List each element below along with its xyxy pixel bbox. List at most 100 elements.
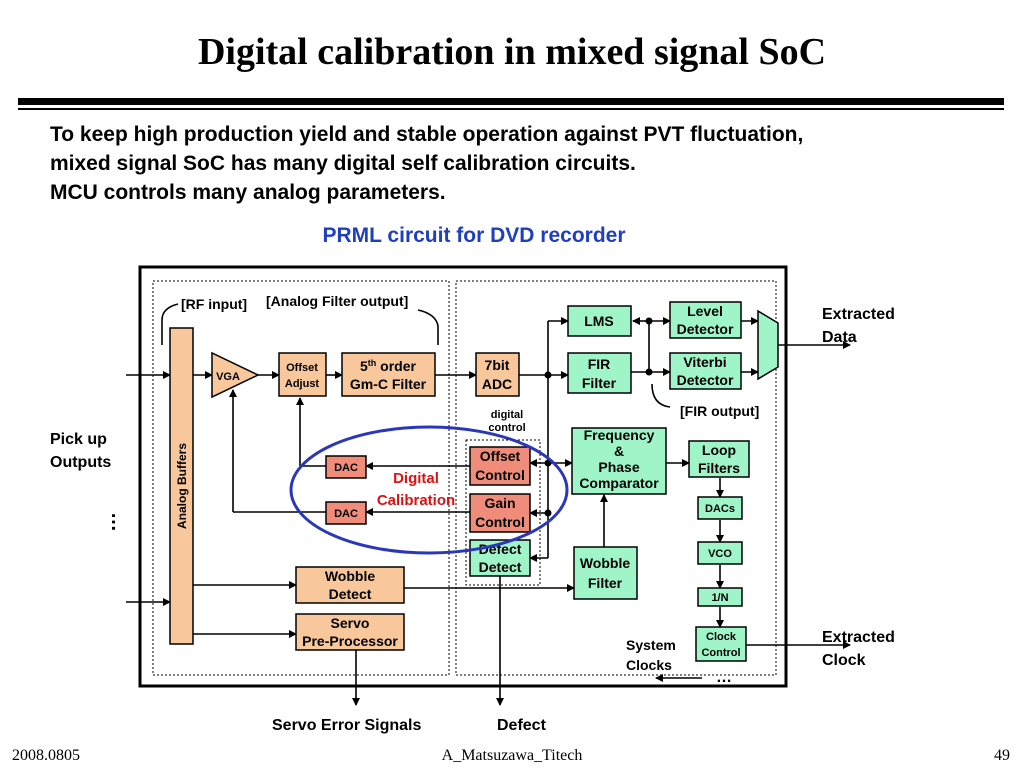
intro-line-1: To keep high production yield and stable…: [50, 123, 804, 146]
svg-text:Control: Control: [475, 514, 525, 530]
svg-text:LMS: LMS: [584, 313, 614, 329]
viterbi-detector-block: Viterbi Detector: [669, 352, 742, 390]
svg-text:Gm-C Filter: Gm-C Filter: [350, 376, 427, 392]
defect-output-label: Defect: [497, 717, 547, 734]
phase-comparator-block: Frequency & Phase Comparator: [571, 427, 667, 495]
svg-text:FIR: FIR: [588, 356, 611, 372]
digital-calibration-ellipse: [289, 425, 569, 555]
svg-text:Detector: Detector: [677, 372, 734, 388]
svg-text:Filter: Filter: [588, 575, 623, 591]
pickup-ellipsis: …: [107, 512, 129, 532]
wobble-filter-block: Wobble Filter: [573, 546, 638, 600]
svg-text:VGA: VGA: [216, 371, 240, 383]
analog-filter-output-label: [Analog Filter output]: [266, 293, 408, 309]
clock-control-block: Clock Control: [695, 626, 747, 662]
lms-block: LMS: [567, 305, 632, 337]
rf-input-label: [RF input]: [181, 296, 247, 312]
system-clocks-label-1: System: [626, 637, 676, 653]
svg-text:Loop: Loop: [702, 442, 736, 458]
servo-preprocessor-block: Servo Pre-Processor: [295, 613, 405, 651]
intro-text: To keep high production yield and stable…: [50, 120, 1000, 207]
footer-author: A_Matsuzawa_Titech: [441, 747, 583, 764]
svg-text:Offset: Offset: [480, 448, 521, 464]
extracted-data-label-1: Extracted: [822, 306, 895, 323]
fir-filter-block: FIR Filter: [567, 352, 632, 394]
analog-region: [152, 280, 450, 676]
slide-title: Digital calibration in mixed signal SoC: [197, 31, 827, 73]
svg-text:Filters: Filters: [698, 460, 740, 476]
vco-block: VCO: [697, 541, 743, 565]
svg-text:Pre-Processor: Pre-Processor: [302, 633, 398, 649]
svg-text:Detect: Detect: [329, 586, 372, 602]
defect-detect-block: Defect Detect: [469, 539, 531, 577]
servo-error-signals-label: Servo Error Signals: [272, 717, 421, 734]
svg-text:Wobble: Wobble: [325, 568, 376, 584]
output-mux: [757, 309, 779, 381]
wobble-detect-block: Wobble Detect: [295, 566, 405, 604]
offset-control-block: Offset Control: [469, 446, 531, 486]
svg-text:DAC: DAC: [334, 508, 358, 520]
divider-block: 1/N: [697, 587, 743, 607]
svg-text:Offset: Offset: [286, 362, 318, 374]
svg-text:5th order: 5th order: [360, 358, 417, 374]
svg-text:VCO: VCO: [708, 548, 732, 560]
loop-filters-block: Loop Filters: [688, 440, 750, 478]
svg-text:ADC: ADC: [482, 376, 512, 392]
svg-text:DACs: DACs: [705, 503, 735, 515]
offset-adjust-block: Offset Adjust: [278, 352, 327, 397]
svg-text:Detect: Detect: [479, 559, 522, 575]
extracted-data-label-2: Data: [822, 329, 857, 346]
pickup-label-1: Pick up: [50, 431, 107, 448]
svg-text:Filter: Filter: [582, 375, 617, 391]
fir-output-label: [FIR output]: [680, 403, 759, 419]
analog-buffers-label: Analog Buffers: [175, 443, 189, 529]
svg-text:Servo: Servo: [331, 615, 370, 631]
footer-page-number: 49: [994, 747, 1010, 764]
digital-control-label-1: digital: [491, 409, 523, 421]
svg-text:&: &: [614, 443, 624, 459]
svg-text:1/N: 1/N: [711, 592, 728, 604]
gain-control-block: Gain Control: [469, 493, 531, 533]
title-rule-thick: [18, 98, 1004, 105]
digital-calibration-label-2: Calibration: [377, 492, 455, 509]
intro-line-2: mixed signal SoC has many digital self c…: [50, 152, 636, 175]
digital-region: [455, 280, 777, 676]
footer-date: 2008.0805: [12, 747, 80, 764]
svg-text:Defect: Defect: [479, 541, 522, 557]
svg-text:Level: Level: [687, 303, 723, 319]
dac-bottom-block: DAC: [325, 501, 367, 525]
dacs-block: DACs: [697, 496, 743, 520]
svg-text:DAC: DAC: [334, 462, 358, 474]
svg-text:Control: Control: [475, 467, 525, 483]
svg-text:Phase: Phase: [598, 459, 639, 475]
intro-line-3: MCU controls many analog parameters.: [50, 181, 446, 204]
system-clocks-label-2: Clocks: [626, 657, 672, 673]
diagram-subtitle: PRML circuit for DVD recorder: [322, 224, 626, 247]
svg-text:Clock: Clock: [706, 631, 737, 643]
svg-text:7bit: 7bit: [485, 357, 510, 373]
svg-text:Comparator: Comparator: [579, 475, 659, 491]
pickup-label-2: Outputs: [50, 454, 111, 471]
wires: [126, 303, 851, 706]
svg-text:Frequency: Frequency: [584, 427, 655, 443]
chip-boundary: [138, 265, 788, 688]
vga-block: VGA: [211, 351, 260, 399]
extracted-clock-label-1: Extracted: [822, 629, 895, 646]
svg-text:Control: Control: [701, 647, 740, 659]
extracted-clock-label-2: Clock: [822, 652, 866, 669]
title-rule-thin: [18, 108, 1004, 110]
svg-text:Gain: Gain: [484, 495, 515, 511]
digital-calibration-label-1: Digital: [393, 470, 439, 487]
svg-text:Wobble: Wobble: [580, 555, 631, 571]
dac-top-block: DAC: [325, 455, 367, 479]
adc-block: 7bit ADC: [475, 352, 520, 397]
svg-text:Detector: Detector: [677, 321, 734, 337]
analog-buffers-block: Analog Buffers: [169, 327, 194, 645]
digital-control-label-2: control: [488, 422, 525, 434]
svg-text:Viterbi: Viterbi: [683, 354, 726, 370]
svg-text:Adjust: Adjust: [285, 378, 320, 390]
level-detector-block: Level Detector: [669, 301, 742, 339]
gmc-filter-block: 5th order Gm-C Filter: [341, 352, 436, 397]
clock-ellipsis: …: [716, 669, 732, 686]
